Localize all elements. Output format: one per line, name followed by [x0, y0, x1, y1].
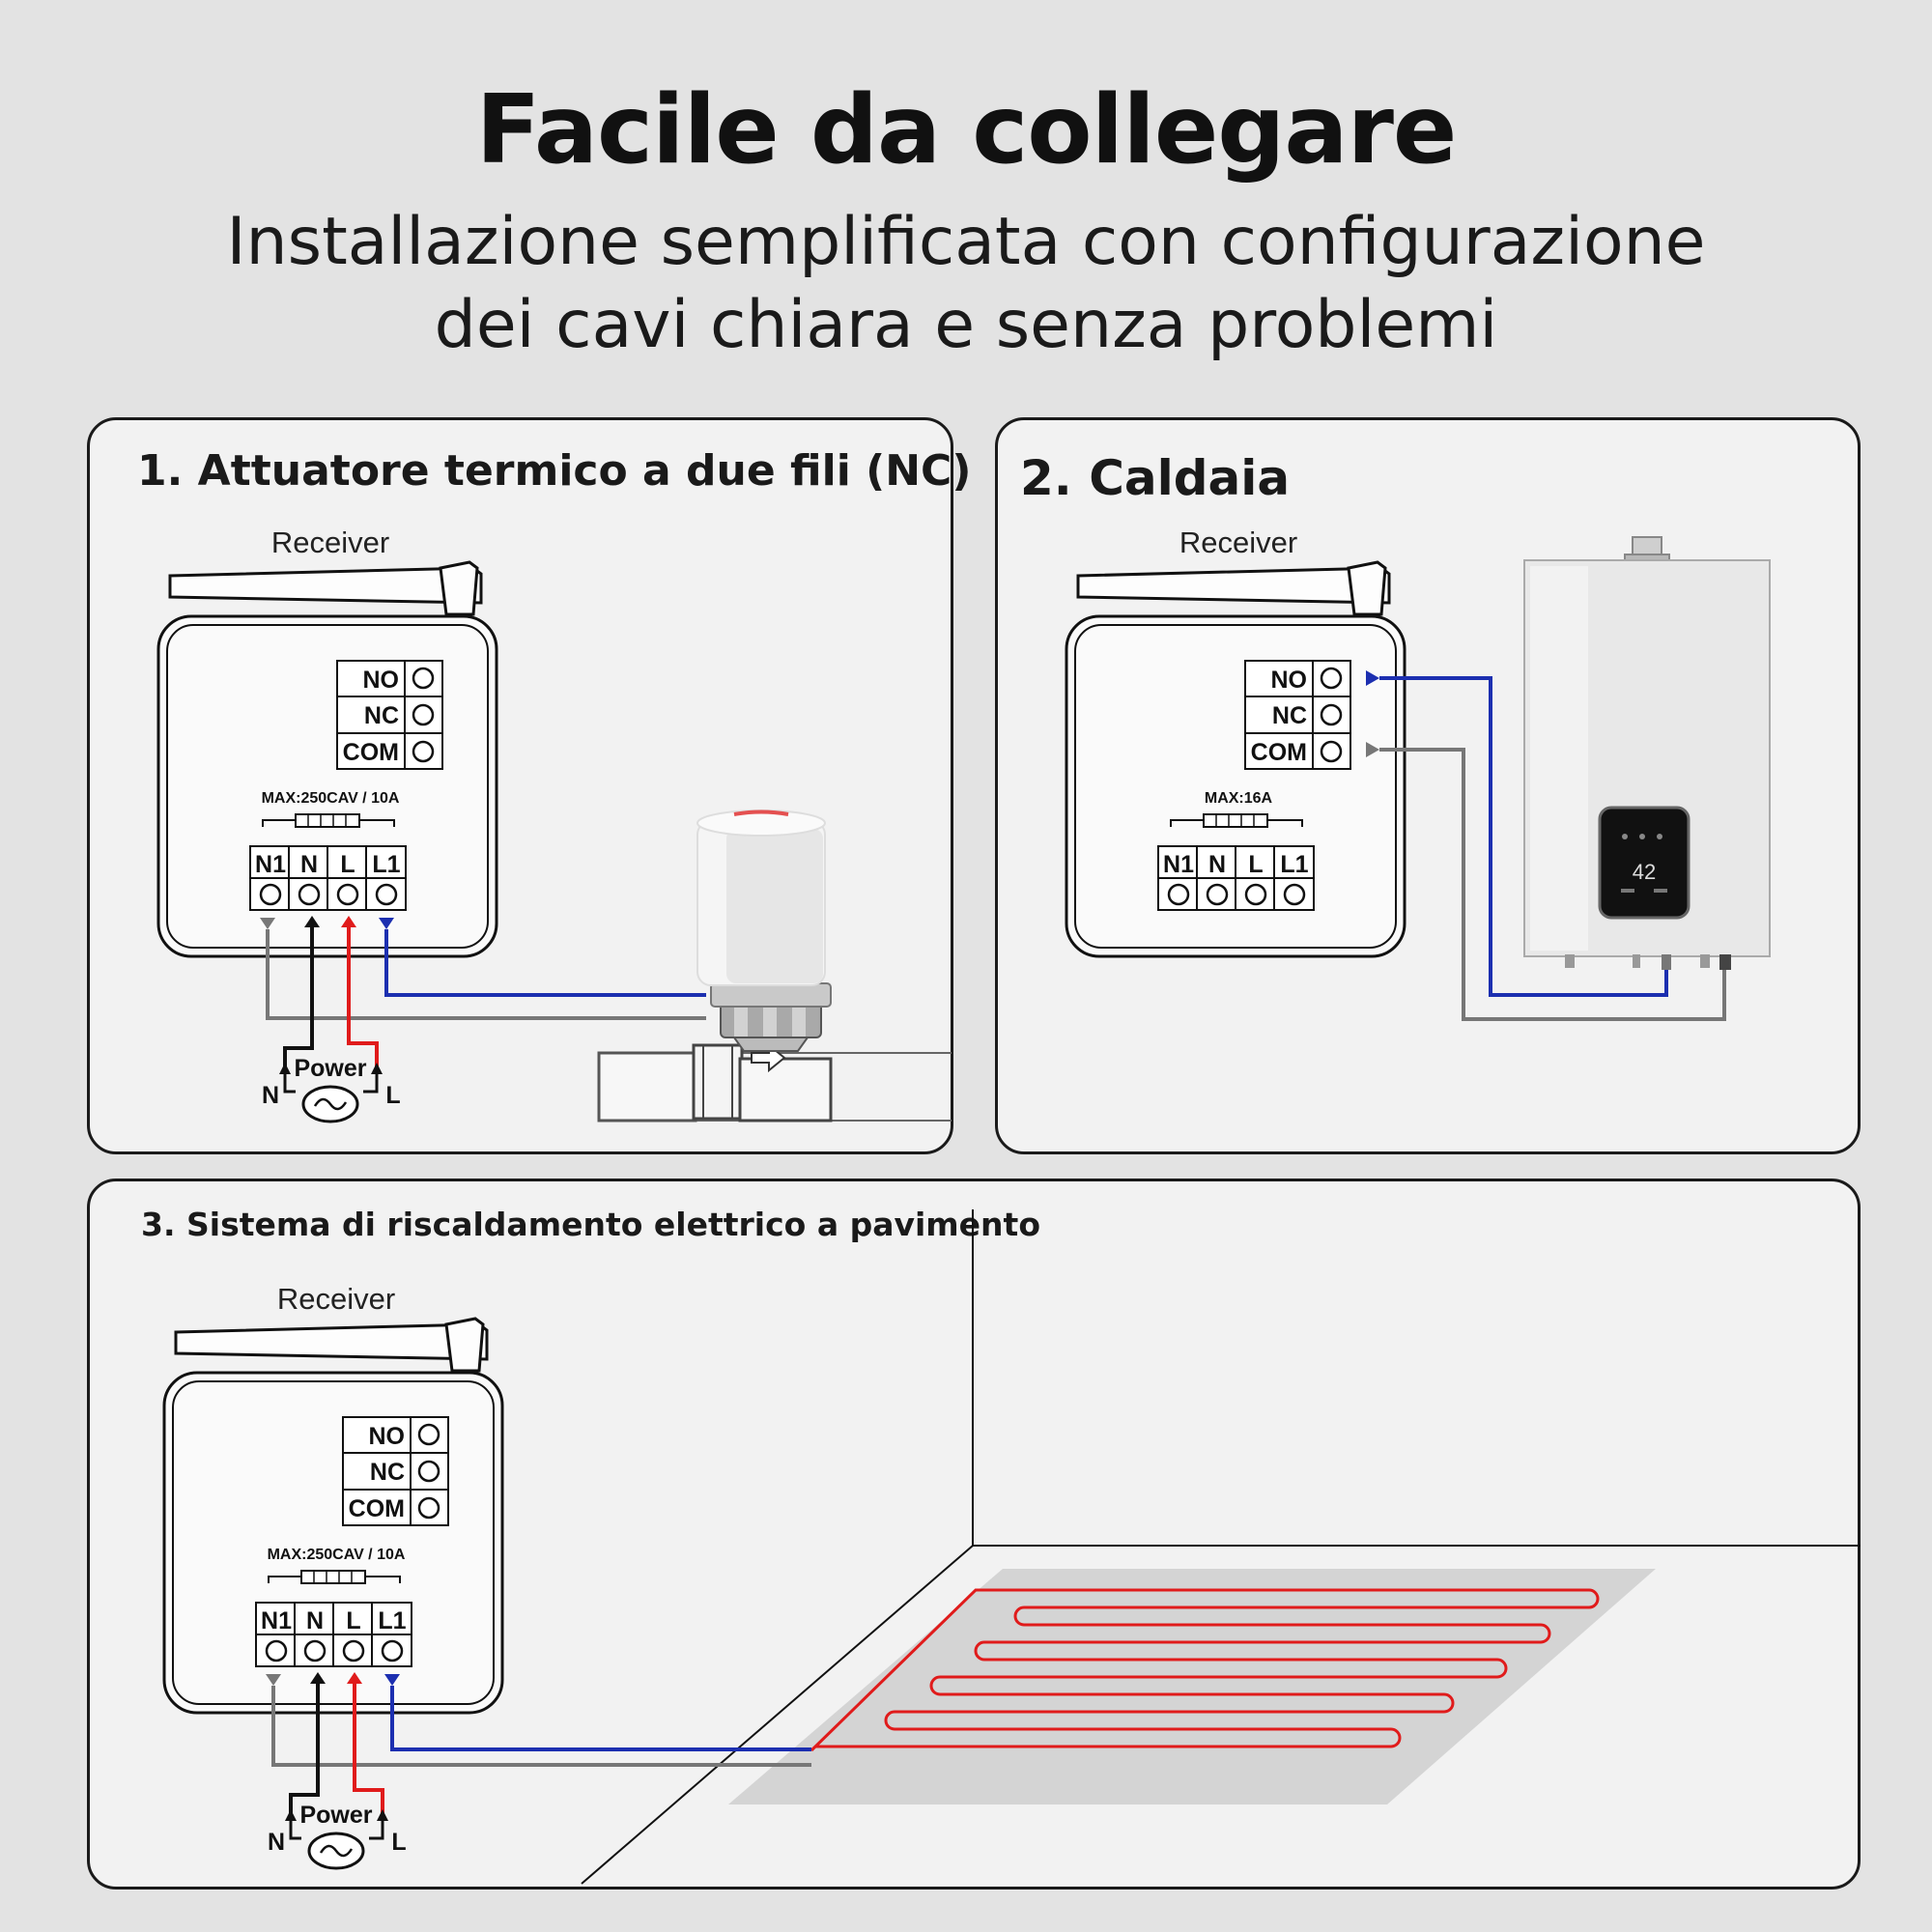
page-title: Facile da collegare [475, 75, 1458, 185]
heating-cable [810, 1588, 1600, 1752]
panel-2-terminal-n1: N1 [1163, 851, 1194, 878]
heated-floor-area [728, 1569, 1656, 1804]
subtitle-line-2: dei cavi chiara e senza problemi [434, 287, 1498, 363]
panel-3-wire-grey [271, 1686, 811, 1767]
panel-1-terminal-no: NO [363, 667, 400, 694]
panel-1-receiver-label: Receiver [271, 526, 389, 559]
panel-2-receiver-label: Receiver [1179, 526, 1297, 559]
panel-3-receiver-label: Receiver [277, 1282, 395, 1316]
panel-3-wire-red [353, 1682, 384, 1821]
panel-2-terminal-nc: NC [1272, 702, 1307, 729]
panel-2-terminal-com: COM [1251, 739, 1307, 766]
panel-3-terminal-nc: NC [370, 1459, 405, 1486]
panel-1-terminal-n: N [300, 851, 318, 878]
panel-1-line-label: L [385, 1082, 400, 1109]
panel-1-terminal-com: COM [343, 739, 399, 766]
panel-3-neutral-label: N [268, 1829, 285, 1856]
panel-1-power-label: Power [294, 1055, 366, 1082]
panel-1-wire-red [347, 925, 379, 1074]
panel-2-rating: MAX:16A [1205, 790, 1273, 807]
page-subtitle: Installazione semplificata con configura… [0, 201, 1932, 367]
panel-1-terminal-nc: NC [364, 702, 399, 729]
panel-1-rating: MAX:250CAV / 10A [262, 790, 400, 807]
panel-3-terminal-l: L [346, 1607, 360, 1634]
panel-3-rating: MAX:250CAV / 10A [268, 1547, 406, 1563]
panel-2-wire-grey [1379, 748, 1726, 1021]
panel-1-wire-grey [266, 929, 706, 1020]
panel-1-terminal-l1: L1 [372, 851, 400, 878]
panel-1-wire-blue [384, 929, 706, 997]
panel-2-terminal-no: NO [1271, 667, 1308, 694]
panel-1-heading: 1. Attuatore termico a due fili (NC) [137, 446, 972, 496]
panel-2-terminal-n: N [1208, 851, 1226, 878]
panel-3-line-label: L [391, 1829, 406, 1856]
panel-3-heading: 3. Sistema di riscaldamento elettrico a … [141, 1206, 1040, 1243]
panel-1-terminal-l: L [340, 851, 355, 878]
panel-3-terminal-n: N [306, 1607, 324, 1634]
panel-3-terminal-no: NO [369, 1423, 406, 1450]
panel-3-terminal-com: COM [349, 1495, 405, 1522]
boiler-icon: 42 [1523, 536, 1771, 970]
thermal-actuator-icon [597, 810, 952, 1122]
panel-3-power-label: Power [299, 1802, 372, 1829]
panel-3-terminal-l1: L1 [378, 1607, 406, 1634]
boiler-display: 42 [1633, 860, 1656, 884]
panel-3-wire-black [289, 1682, 320, 1821]
panel-3-terminal-n1: N1 [261, 1607, 292, 1634]
panel-2-terminal-l1: L1 [1280, 851, 1308, 878]
subtitle-line-1: Installazione semplificata con configura… [226, 204, 1706, 280]
panel-2-wire-blue [1379, 676, 1668, 997]
panel-2-heading: 2. Caldaia [1020, 450, 1291, 506]
panel-1-terminal-n1: N1 [255, 851, 286, 878]
panel-3-wire-blue [390, 1686, 811, 1751]
panel-1-neutral-label: N [262, 1082, 279, 1109]
panel-1-wire-black [283, 925, 314, 1074]
panel-2-terminal-l: L [1248, 851, 1263, 878]
